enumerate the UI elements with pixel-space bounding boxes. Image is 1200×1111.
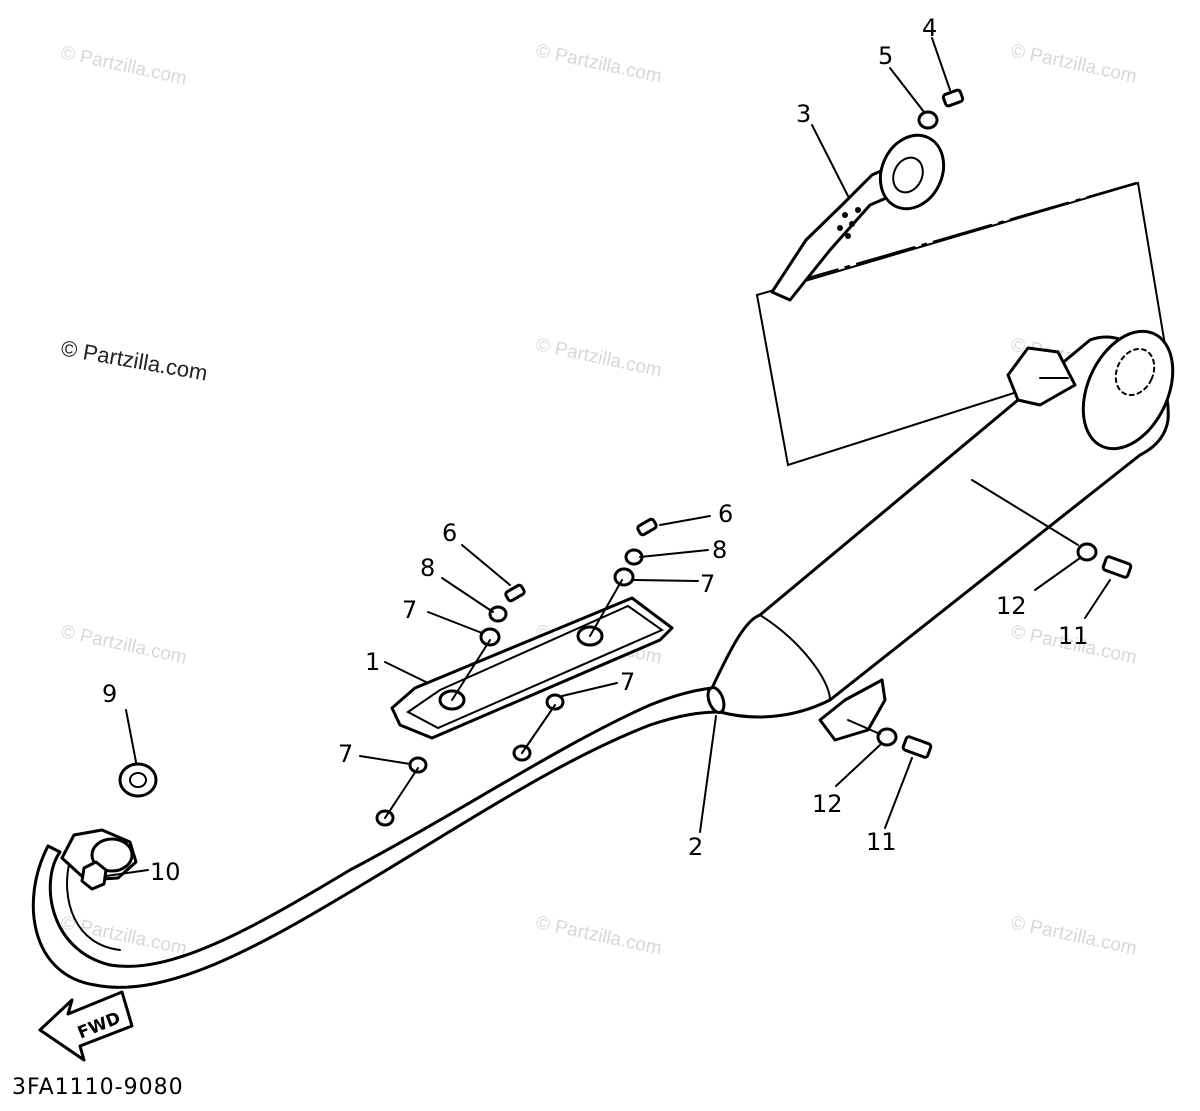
watermark: © Partzilla.com	[534, 40, 664, 87]
assembly-outline	[755, 181, 1167, 467]
watermark: © Partzilla.com	[1009, 912, 1139, 959]
callout-8: 8	[420, 554, 435, 582]
callout-6: 6	[718, 500, 733, 528]
forward-direction-arrow: FWD	[38, 990, 134, 1062]
callout-4: 4	[922, 14, 937, 42]
mount-line	[521, 704, 556, 754]
callouts: 4 5 3 6 6 8 8 7 7 7 7 1 9 10 2 12 11 12 …	[102, 14, 1089, 886]
callout-7: 7	[338, 740, 353, 768]
mount-line	[589, 579, 623, 637]
copyright-watermark: © Partzilla.com	[59, 335, 209, 385]
callout-2: 2	[688, 833, 703, 861]
watermark: © Partzilla.com	[59, 621, 189, 668]
watermark: © Partzilla.com	[1009, 40, 1139, 87]
callout-3: 3	[796, 100, 811, 128]
diagram-code: 3FA1110-9080	[12, 1075, 184, 1100]
mount-line	[384, 767, 419, 819]
assembly-outline-top	[779, 182, 1137, 287]
exhaust-flange	[60, 828, 138, 882]
callout-12: 12	[812, 790, 843, 818]
callout-10: 10	[150, 858, 181, 886]
callout-7: 7	[402, 596, 417, 624]
callout-9: 9	[102, 680, 117, 708]
callout-11: 11	[1058, 622, 1089, 650]
spark-arrester	[770, 133, 946, 302]
callout-7: 7	[620, 668, 635, 696]
callout-5: 5	[878, 42, 893, 70]
watermark: © Partzilla.com	[59, 42, 189, 89]
watermark: © Partzilla.com	[534, 912, 664, 959]
muffler	[706, 329, 1175, 742]
flange-nut	[80, 860, 108, 891]
callout-1: 1	[365, 648, 380, 676]
hardware	[375, 88, 1133, 827]
gasket	[118, 762, 158, 798]
callout-8: 8	[712, 536, 727, 564]
callout-6: 6	[442, 519, 457, 547]
mount-line	[451, 639, 491, 701]
callout-12: 12	[996, 592, 1027, 620]
callout-7: 7	[700, 570, 715, 598]
callout-11: 11	[866, 828, 897, 856]
mount-line	[971, 479, 1079, 546]
pipe-highlight	[66, 859, 121, 951]
heat-protector	[390, 596, 674, 740]
mount-line	[847, 719, 881, 735]
watermark: © Partzilla.com	[534, 334, 664, 381]
leader-lines	[105, 37, 1111, 877]
